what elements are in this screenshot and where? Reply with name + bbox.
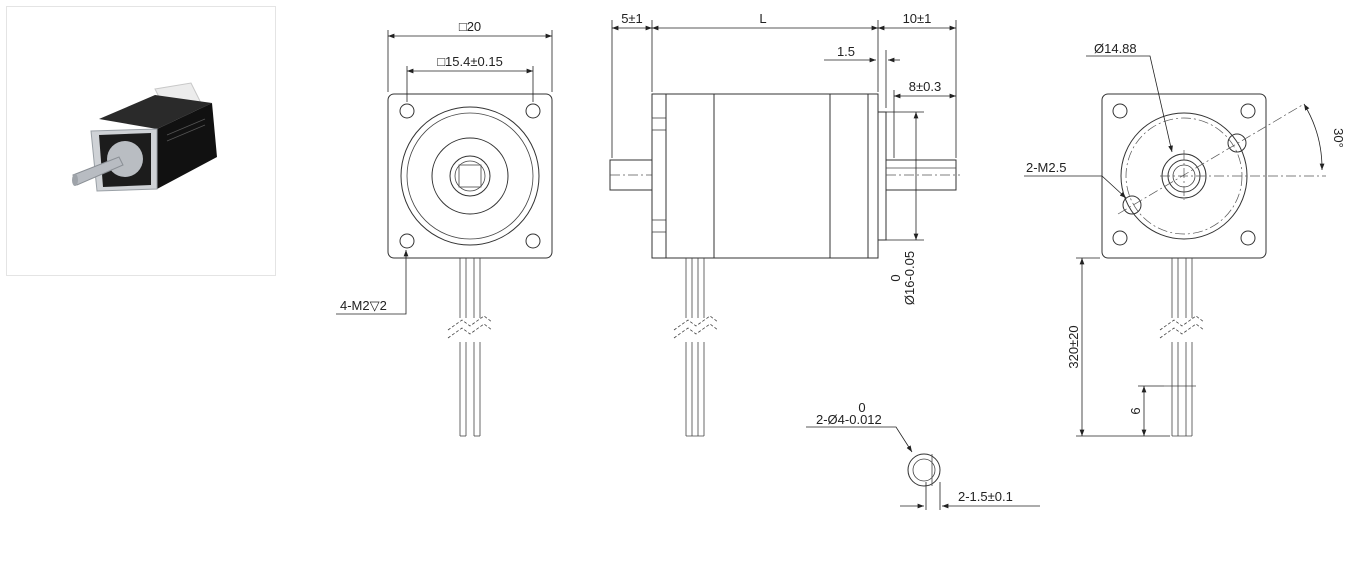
front-view: □20 □15.4±0.15 4-M2▽2 bbox=[336, 19, 553, 437]
dim-rear-shaft: 5±1 bbox=[621, 11, 643, 26]
dim-lead-length: 320±20 bbox=[1066, 325, 1081, 368]
dim-angle: 30° bbox=[1331, 128, 1346, 148]
front-flange-outline bbox=[387, 93, 553, 259]
dim-length: L bbox=[759, 11, 766, 26]
mounting-hole-bl bbox=[399, 233, 415, 249]
mounting-hole-tl bbox=[399, 103, 415, 119]
rear-hole-br bbox=[1240, 230, 1256, 246]
dim-strip: 6 bbox=[1128, 407, 1143, 414]
side-leads bbox=[673, 258, 719, 437]
rear-hole-tr bbox=[1240, 103, 1256, 119]
front-leads bbox=[447, 258, 493, 437]
label-rear-holes: 2-M2.5 bbox=[1026, 160, 1066, 175]
label-front-holes: 4-M2▽2 bbox=[340, 298, 387, 313]
shaft-detail: 0 2-Ø4-0.012 2-1.5±0.1 bbox=[806, 400, 1040, 510]
rear-view: Ø14.88 2-M2.5 30° 320±20 6 bbox=[1024, 41, 1346, 437]
dim-shaft-flat: 2-1.5±0.1 bbox=[958, 489, 1013, 504]
motor-top bbox=[99, 95, 212, 129]
m25-hole-2 bbox=[1227, 133, 1247, 153]
shaft-section-inner bbox=[912, 458, 936, 482]
dim-shaft-tol: 0 bbox=[858, 400, 865, 415]
dim-bolt-square: □15.4±0.15 bbox=[437, 54, 503, 69]
dim-pcd: Ø14.88 bbox=[1094, 41, 1137, 56]
motor-body bbox=[665, 93, 879, 259]
rear-leads bbox=[1159, 258, 1205, 437]
shaft-end bbox=[72, 174, 78, 186]
rear-cap bbox=[651, 93, 667, 259]
dim-pilot-tol: 0 bbox=[888, 274, 903, 281]
pilot-boss-side bbox=[877, 111, 887, 241]
product-photo bbox=[6, 6, 276, 276]
m25-hole-1 bbox=[1122, 195, 1142, 215]
mounting-hole-br bbox=[525, 233, 541, 249]
dim-pilot-dia: Ø16-0.05 bbox=[902, 251, 917, 305]
pilot-circle bbox=[431, 137, 509, 215]
side-view: 5±1 L 10±1 1.5 8±0.3 0 Ø16-0.05 bbox=[609, 11, 960, 437]
front-flange-circle bbox=[400, 106, 540, 246]
shaft-section-outer bbox=[907, 453, 941, 487]
dim-flat: 8±0.3 bbox=[909, 79, 941, 94]
motor-side bbox=[157, 103, 217, 189]
dim-outer-square: □20 bbox=[459, 19, 481, 34]
mounting-hole-tr bbox=[525, 103, 541, 119]
dim-shaft-dia: 2-Ø4-0.012 bbox=[816, 412, 882, 427]
dim-boss: 1.5 bbox=[837, 44, 855, 59]
rear-hole-tl bbox=[1112, 103, 1128, 119]
rear-hole-bl bbox=[1112, 230, 1128, 246]
stepper-motor-photo bbox=[72, 82, 217, 192]
dim-front-shaft: 10±1 bbox=[903, 11, 932, 26]
